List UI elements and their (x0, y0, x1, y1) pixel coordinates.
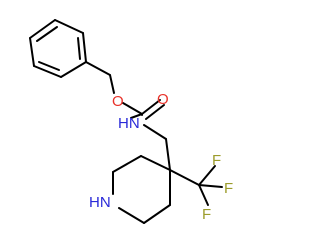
bond-ch2-o (109, 74, 115, 94)
bond-benzyl (85, 61, 111, 76)
atom-fluorine-bottom: F (202, 206, 211, 223)
bond-carbonyl-to-nh (130, 113, 143, 119)
structure-diagram: O O HN HN F F F (29, 19, 233, 224)
bond-carbonyl-double-b (145, 104, 165, 120)
bond-n-ch2 (143, 124, 167, 140)
bond-pip-1 (140, 155, 171, 171)
bond-cf3-f-right (198, 184, 223, 188)
bond-ring-double-2 (77, 37, 81, 60)
atom-oxygen-ester: O (112, 93, 124, 110)
bond-ring-4 (60, 61, 87, 78)
atom-labels: O O HN HN F F F (89, 91, 233, 223)
atom-fluorine-right: F (224, 180, 233, 197)
bond-ring-3 (82, 32, 87, 63)
bond-carbonyl-double-a (141, 99, 161, 115)
bond-ring-double-1 (36, 26, 58, 42)
atom-nitrogen-amide: HN (118, 115, 140, 132)
bond-pip-5 (143, 204, 171, 224)
bond-ring-5 (33, 65, 62, 78)
bond-ring-6 (29, 37, 35, 67)
bond-cf3-f-top (198, 165, 216, 186)
bond-o-carbonyl (122, 102, 143, 115)
bond-ring-2 (54, 19, 84, 34)
bond-cq-cf3 (169, 169, 200, 186)
bond-ch2-cq (165, 138, 171, 171)
bond-ring-double-3 (38, 61, 60, 71)
bonds (29, 19, 223, 224)
bond-ring-1 (29, 19, 56, 39)
atom-oxygen-carbonyl: O (157, 91, 169, 108)
bond-pip-2 (112, 155, 142, 173)
bond-pip-4 (118, 207, 145, 224)
bond-cf3-f-bottom (198, 184, 209, 206)
atom-nitrogen-ring: HN (89, 194, 111, 211)
atom-fluorine-top: F (212, 152, 221, 169)
